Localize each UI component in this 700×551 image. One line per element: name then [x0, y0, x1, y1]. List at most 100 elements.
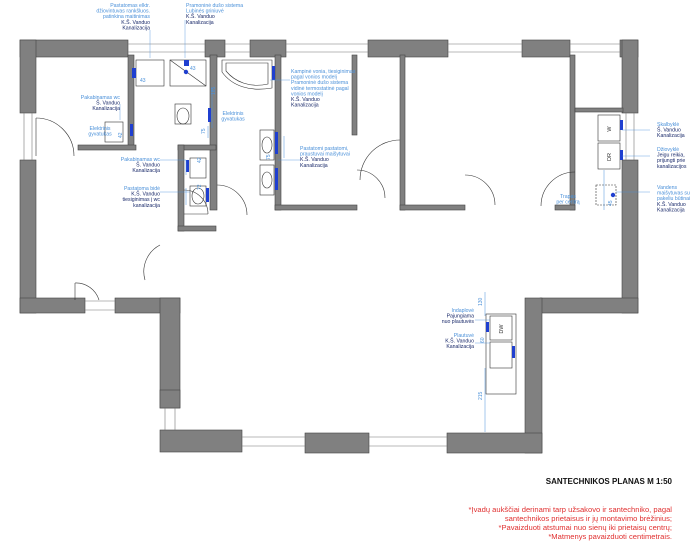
pipe-basin-2	[275, 168, 278, 190]
dim-60-sink: 60	[480, 337, 486, 343]
dim-42-left: 42	[118, 132, 124, 138]
wall-step-bottom	[159, 389, 181, 409]
drain-shower	[183, 69, 189, 75]
label-line: pakeliu būtinai	[657, 196, 690, 202]
wall-bottom-2	[304, 432, 370, 454]
label-line: Džiovyklė	[657, 147, 679, 153]
door-entry	[74, 282, 100, 301]
wall-room-1	[351, 54, 358, 136]
dryer-letter: DR	[607, 153, 613, 161]
boiler	[595, 184, 617, 206]
doors	[35, 117, 576, 301]
wall-right-2	[621, 159, 639, 314]
label-line: Elektrinis	[222, 111, 243, 117]
note-line-3: *Pavaizduoti atstumai nuo sienų iki prie…	[499, 523, 673, 532]
label-line: Pastatomi pastatomi,	[300, 146, 348, 152]
label-tag-line: Kanalizacija	[92, 106, 120, 112]
label-tag-line: Kanalizacija	[122, 25, 150, 31]
dim-215: 215	[478, 391, 484, 400]
fixtures	[104, 59, 621, 395]
wall-room-3	[399, 204, 466, 211]
washer-letter: W	[607, 126, 613, 132]
label-tag-line: Kanalizacija	[657, 207, 685, 213]
pipe-kitchen-sink	[512, 346, 515, 358]
wall-bath-6	[177, 225, 217, 232]
door-wc	[183, 189, 209, 215]
leader-lines	[119, 20, 650, 344]
label-line: Elektrinis	[89, 126, 110, 132]
wall-bath-5	[177, 144, 185, 232]
pipe-points	[130, 60, 623, 358]
label-line: Plautuvė	[454, 333, 474, 339]
kitchen-sink	[489, 341, 513, 369]
bathtub-inner	[225, 62, 269, 86]
label-line: džiovintuvas rankšluos.	[96, 9, 150, 15]
label-tag-line: tiesiginimas į wc	[123, 197, 161, 203]
label-tag-line: Kanalizacija	[132, 168, 160, 174]
windows	[23, 43, 635, 447]
dim-45-boiler: 45	[608, 200, 614, 206]
pipe-shower	[184, 60, 189, 66]
label-tag-line: kanalizacija	[133, 203, 160, 209]
wall-top-2	[204, 39, 226, 58]
label-line: Skalbyklė	[657, 122, 679, 128]
wall-right-lower-1	[539, 297, 639, 314]
walls	[19, 39, 639, 454]
label-tag-line: Kanalizacija	[300, 163, 328, 169]
note-line-1: *Įvadų aukščiai derinami tarp užsakovo i…	[469, 505, 673, 514]
label-tag-line: K.Š. Vanduo	[300, 156, 329, 163]
wall-bottom-1	[159, 429, 243, 453]
label-line: maišytuvas su	[657, 191, 690, 197]
plan-title: SANTECHNIKOS PLANAS M 1:50	[546, 477, 673, 486]
label-tag-line: K.Š. Vanduo	[445, 338, 474, 345]
label-tag-line: K.Š. Vanduo	[131, 191, 160, 198]
label-line: Lubinės griniuvė	[186, 9, 224, 15]
label-line: per centrą	[556, 200, 579, 206]
wall-bottom-3	[446, 432, 543, 454]
pipe-sink-left	[130, 124, 133, 136]
label-line: praustuvai maišytuvai	[300, 152, 350, 158]
dim-75-basin: 75	[266, 154, 272, 160]
label-tag-line: Kanalizacija	[291, 103, 319, 109]
wall-top-4	[367, 39, 449, 58]
label-line: Pastatoma bidė	[124, 186, 160, 192]
label-line: Pakabinamas wc	[121, 157, 161, 163]
wall-room-5	[574, 107, 624, 113]
label-tag-line: Kanalizacija	[186, 20, 214, 26]
note-line-4: *Matmenys pavaizduoti centimetrais.	[548, 532, 672, 541]
pipe-wc-top	[208, 108, 211, 122]
pipe-bath	[272, 66, 275, 80]
label-tag-line: nuo plautuvės	[442, 319, 475, 325]
label-tag-line: K.Š. Vanduo	[291, 96, 320, 103]
sink-left	[104, 121, 124, 143]
wall-room-4	[569, 54, 576, 211]
basin-2-bowl	[261, 171, 273, 189]
label-tag-line: Š. Vanduo	[136, 162, 160, 169]
dim-185: 185	[211, 86, 217, 95]
dishwasher	[489, 315, 513, 341]
dim-42-bidet: 42	[197, 157, 203, 163]
label-line: gyvatukas	[221, 117, 245, 123]
label-line: Vandens	[657, 185, 677, 191]
basin-1-bowl	[261, 136, 273, 154]
dim-43-towel: 43	[140, 78, 146, 84]
wall-right-lower-2	[524, 297, 543, 454]
door-bath	[216, 184, 248, 216]
pipe-basin-1	[275, 132, 278, 154]
labels: Pastatomas elktr.džiovintuvas rankšluos.…	[81, 3, 690, 350]
pipe-towel	[132, 68, 136, 78]
bathtub	[221, 59, 273, 90]
pipe-dryer	[620, 150, 623, 160]
dim-72-wc: 72	[197, 184, 203, 190]
label-tag-line: Pajungiama	[447, 314, 475, 320]
label-tag-line: K.Š. Vanduo	[186, 13, 215, 20]
kitchen-counter	[485, 313, 517, 395]
dim-130: 130	[478, 297, 484, 306]
